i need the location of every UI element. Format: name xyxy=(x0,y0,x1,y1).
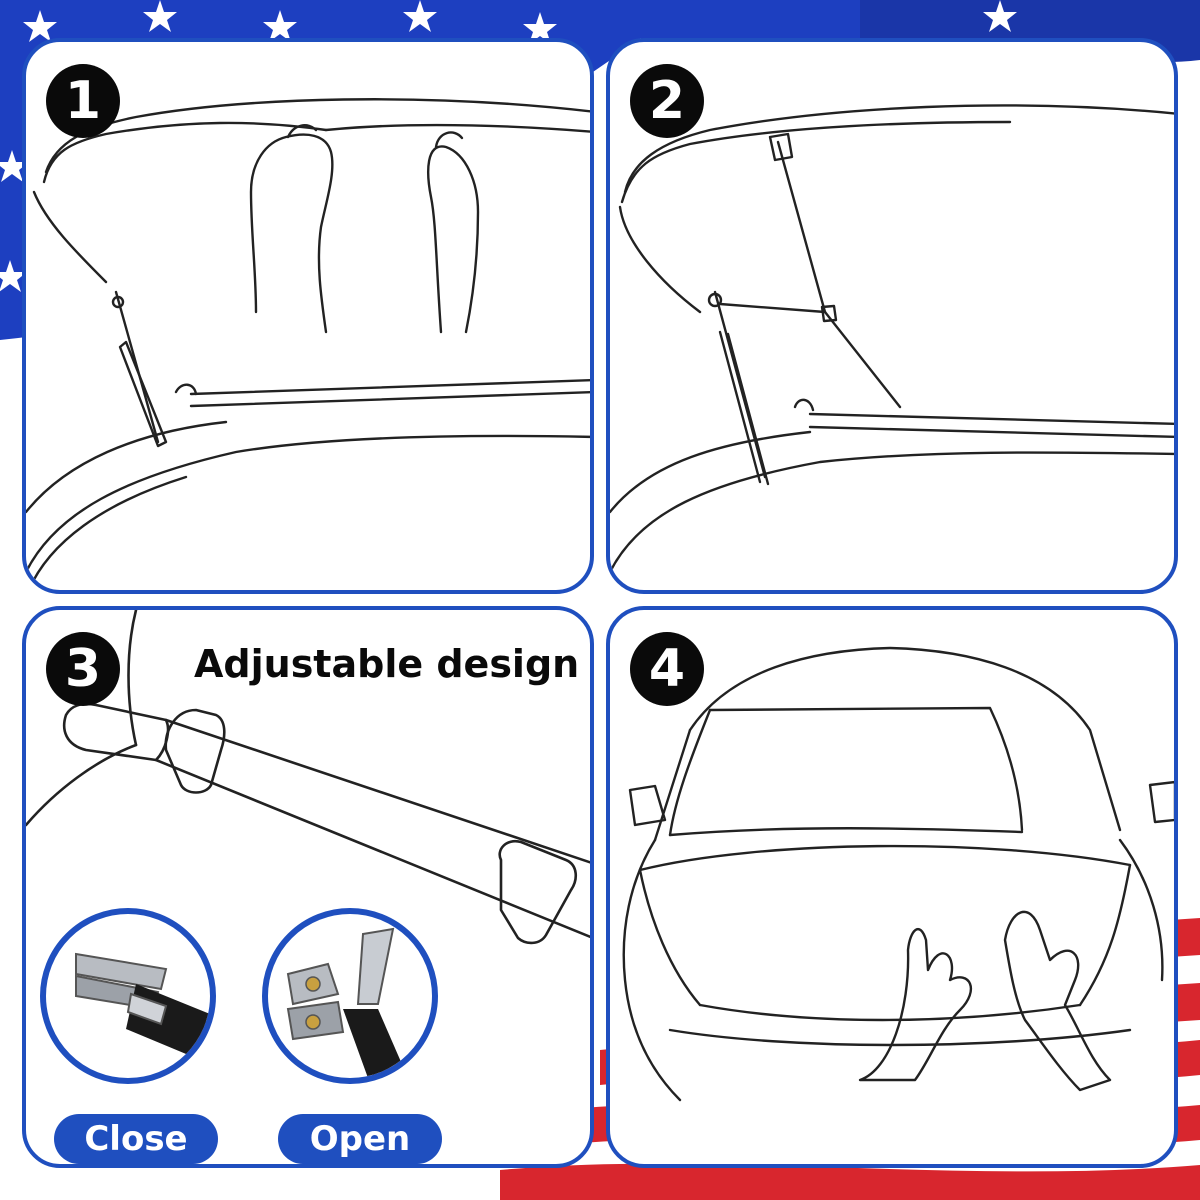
clip-closed-image xyxy=(40,908,216,1084)
clip-open-image xyxy=(262,908,438,1084)
step-2-illustration xyxy=(610,104,1174,574)
step-number-badge: 1 xyxy=(46,64,120,138)
step-number-badge: 4 xyxy=(630,632,704,706)
step-2-panel: 2 xyxy=(606,38,1178,594)
step-1-panel: 1 xyxy=(22,38,594,594)
step-number-badge: 3 xyxy=(46,632,120,706)
step-4-illustration xyxy=(622,646,1174,1102)
step-1-illustration xyxy=(26,98,590,590)
metal-clip-open-icon xyxy=(286,927,408,1078)
open-label: Open xyxy=(278,1114,442,1164)
step-3-illustration xyxy=(26,610,590,945)
step-4-panel: 4 xyxy=(606,606,1178,1168)
metal-clip-closed-icon xyxy=(75,952,210,1064)
step-number-badge: 2 xyxy=(630,64,704,138)
close-label: Close xyxy=(54,1114,218,1164)
step-3-panel: 3 Adjustable design Close Open xyxy=(22,606,594,1168)
step-3-title: Adjustable design xyxy=(194,642,580,686)
